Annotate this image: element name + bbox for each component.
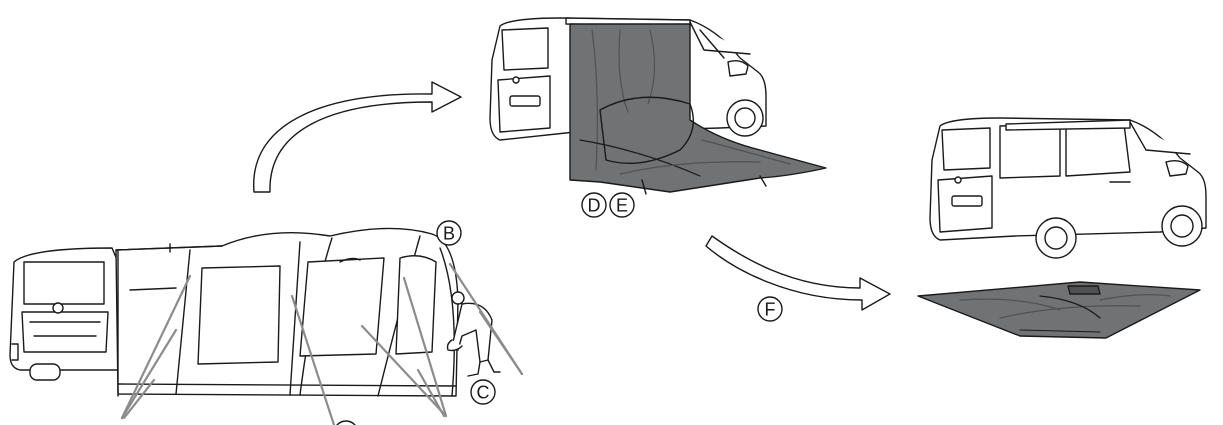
callout-f: F [757,296,783,322]
curved-arrow-down-right-icon [705,235,891,311]
partial-callout [336,420,356,425]
deflated-awning-scene: D E [489,17,827,218]
callout-c: C [470,379,496,405]
callout-e-label: E [616,196,628,216]
deflated-fabric-icon [569,23,827,195]
callout-c-label: C [477,383,490,403]
van-rear-icon [9,247,119,381]
callout-b: B [436,220,462,246]
pitched-awning-scene: B C [9,220,524,425]
callout-d-label: D [588,196,601,216]
callout-f-label: F [765,300,776,320]
callout-e: E [609,192,635,218]
packed-flat-scene [917,117,1207,339]
van-alone-icon [929,117,1207,259]
flat-awning-icon [917,281,1201,339]
person-icon [446,291,501,377]
callout-b-label: B [443,224,455,244]
pointer-lines [120,262,524,425]
callout-d: D [581,192,607,218]
curved-arrow-up-right-icon [253,81,462,193]
inflatable-awning-icon [115,227,459,397]
